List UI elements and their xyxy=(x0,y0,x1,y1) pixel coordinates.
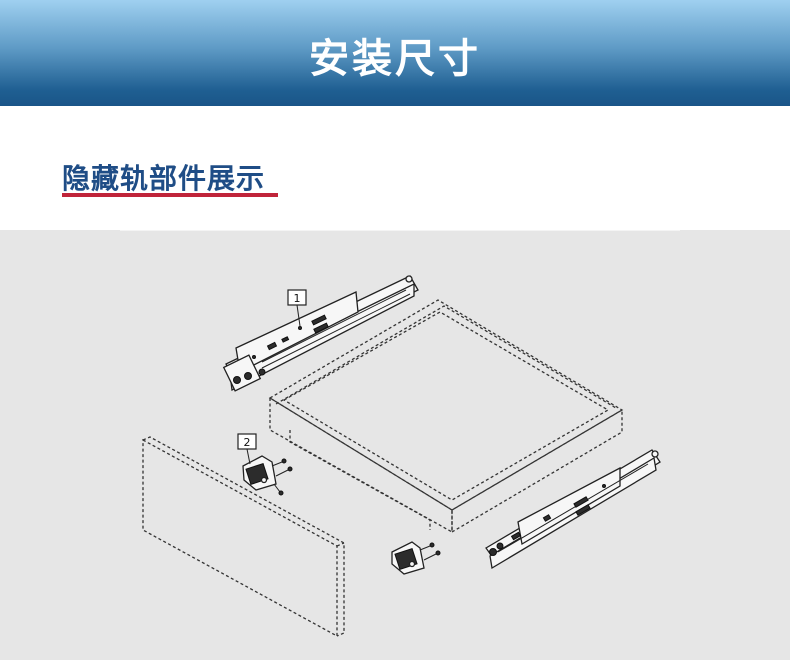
title-underline xyxy=(62,193,278,197)
drawer-front-panel xyxy=(142,436,345,638)
callout-1: 1 xyxy=(287,289,307,327)
callout-2-label: 2 xyxy=(244,436,251,449)
panel-divider xyxy=(120,230,680,231)
front-bracket-left xyxy=(242,455,293,496)
rail-left xyxy=(222,275,419,392)
callout-2: 2 xyxy=(237,433,257,465)
header-banner: 安装尺寸 xyxy=(0,0,790,106)
section-title: 隐藏轨部件展示 xyxy=(62,162,266,195)
drawer-box xyxy=(268,299,624,534)
front-bracket-right xyxy=(391,541,441,575)
diagram-panel xyxy=(0,230,790,660)
section-heading: 隐藏轨部件展示 xyxy=(62,160,278,198)
banner-title: 安装尺寸 xyxy=(309,36,481,82)
rail-right xyxy=(485,449,661,570)
callout-1-label: 1 xyxy=(294,292,301,305)
